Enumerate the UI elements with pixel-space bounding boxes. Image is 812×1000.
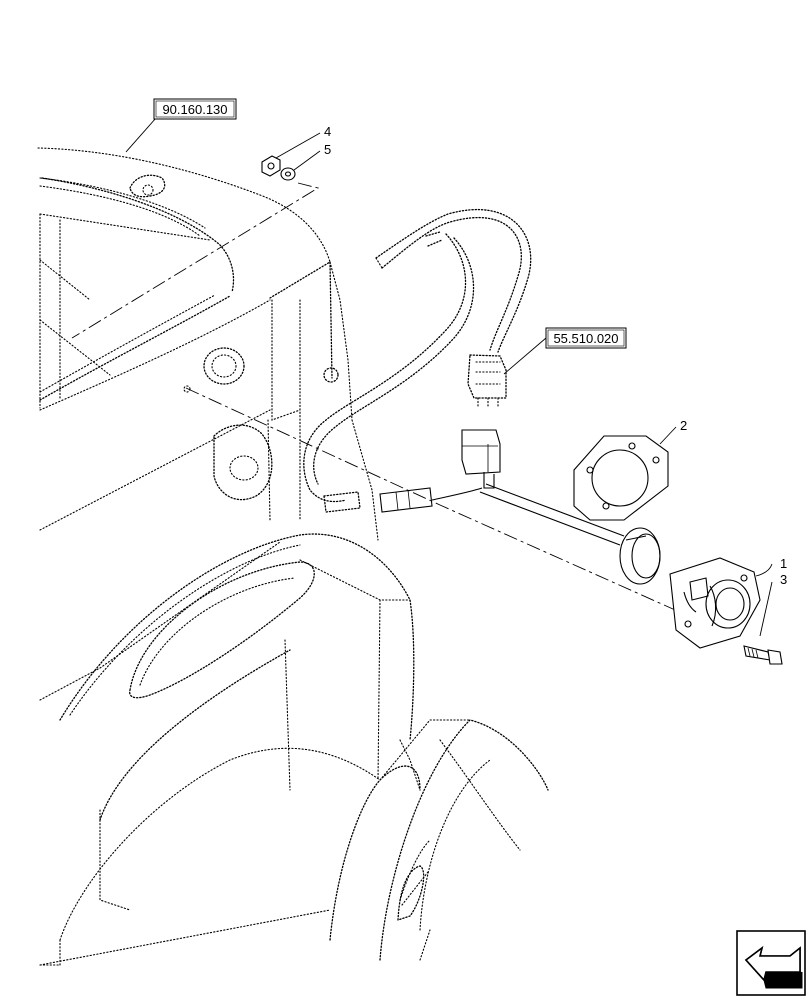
callout-leaders xyxy=(125,117,773,637)
callout-number-4: 4 xyxy=(324,124,331,139)
callout-number-5: 5 xyxy=(324,142,331,157)
alignment-lines xyxy=(71,182,721,631)
connector-lower xyxy=(461,429,501,489)
reference-box-55-510-020[interactable]: 55.510.020 xyxy=(545,327,627,349)
part-4-nut xyxy=(261,155,281,177)
part-seal-ring xyxy=(619,527,661,585)
reference-label: 90.160.130 xyxy=(162,102,227,117)
callout-number-2: 2 xyxy=(680,418,687,433)
wiring-harness xyxy=(303,208,625,546)
reference-box-90-160-130[interactable]: 90.160.130 xyxy=(153,98,237,120)
callout-number-1: 1 xyxy=(780,556,787,571)
part-3-bolt xyxy=(743,645,783,665)
vehicle-body-outline xyxy=(37,147,549,966)
connector-inline xyxy=(323,487,433,513)
callout-number-3: 3 xyxy=(780,572,787,587)
next-page-arrow-icon[interactable] xyxy=(736,930,806,996)
connector-55-510-020 xyxy=(467,354,507,409)
reference-label: 55.510.020 xyxy=(553,331,618,346)
part-5-washer xyxy=(280,167,296,181)
part-1-sender-unit xyxy=(669,557,761,649)
part-2-gasket xyxy=(573,435,669,521)
